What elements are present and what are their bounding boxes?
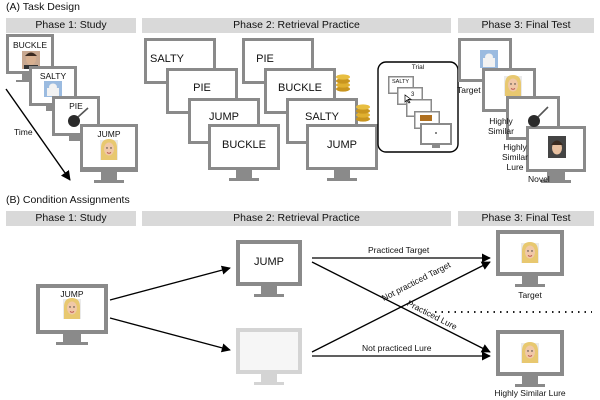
time-label: Time — [14, 127, 33, 137]
test-lure-monitor — [496, 330, 564, 387]
study-word-jump: JUMP — [97, 129, 121, 139]
retrieval-col1-monitors — [144, 38, 280, 181]
frying-pan-photo-icon — [528, 106, 549, 127]
trial-inset-word: SALTY — [391, 79, 409, 85]
frying-pan-photo-icon — [68, 107, 89, 127]
retrieval-col2-monitors — [242, 38, 378, 181]
time-arrow-icon — [5, 88, 71, 181]
final-test-novel-label: Novel — [528, 174, 550, 184]
novel-face-photo-icon — [548, 136, 566, 158]
test-target-label: Target — [518, 290, 542, 300]
not-practiced-lure-label: Not practiced Lure — [362, 343, 432, 353]
study-word-buckle: BUCKLE — [12, 40, 47, 50]
arrow-study-to-not-practiced — [109, 317, 231, 353]
landmark-photo-icon — [44, 81, 62, 97]
similar-face-photo-icon — [520, 341, 540, 364]
condition-practice-word: JUMP — [254, 256, 284, 268]
retrieval-word: PIE — [256, 53, 274, 65]
landmark-photo-icon — [480, 50, 498, 68]
condition-study-word: JUMP — [60, 289, 84, 299]
final-test-similar-label-1: Highly Similar — [488, 116, 514, 136]
face-photo-icon — [520, 241, 540, 264]
test-lure-label: Highly Similar Lure — [494, 388, 566, 398]
study-word-pie: PIE — [69, 101, 83, 111]
final-test-target-label: Target — [457, 85, 481, 95]
retrieval-word: BUCKLE — [277, 82, 323, 94]
retrieval-word: SALTY — [149, 53, 185, 65]
not-practiced-monitor — [236, 328, 302, 385]
coin-thumbnail-icon — [420, 115, 432, 121]
phase2-header-b: Phase 2: Retrieval Practice — [142, 211, 451, 226]
phase1-header-a: Phase 1: Study — [6, 18, 136, 33]
phase3-header-a: Phase 3: Final Test — [458, 18, 594, 33]
retrieval-word: JUMP — [209, 111, 239, 123]
face-photo-icon — [503, 74, 523, 97]
arrow-study-to-practiced — [109, 265, 231, 301]
section-a-title: (A) Task Design — [6, 1, 80, 13]
final-test-similar-label-2: Highly Similar Lure — [502, 142, 528, 172]
retrieval-word: PIE — [193, 82, 211, 94]
coin-stack-icon — [336, 74, 350, 92]
practiced-target-label: Practiced Target — [368, 245, 430, 255]
phase3-header-b: Phase 3: Final Test — [458, 211, 594, 226]
face-photo-icon — [62, 297, 82, 320]
retrieval-word: SALTY — [304, 111, 340, 123]
section-b-title: (B) Condition Assignments — [6, 194, 130, 206]
practiced-monitor — [236, 240, 302, 297]
trial-inset-title: Trial — [411, 64, 425, 71]
retrieval-word: BUCKLE — [221, 139, 267, 151]
trial-inset-number: 3 — [411, 92, 415, 98]
trial-inset-monitors — [388, 76, 452, 148]
fixation-dot-icon — [435, 132, 437, 134]
retrieval-word: JUMP — [327, 139, 357, 151]
coin-stack-icon — [356, 104, 370, 122]
study-monitor-jump — [80, 124, 138, 183]
cursor-icon — [404, 94, 413, 104]
study-word-salty: SALTY — [39, 71, 67, 81]
phase2-header-a: Phase 2: Retrieval Practice — [142, 18, 451, 33]
arrow-not-practiced-target — [311, 261, 491, 353]
phase1-header-b: Phase 1: Study — [6, 211, 136, 226]
face-photo-icon — [99, 138, 119, 161]
